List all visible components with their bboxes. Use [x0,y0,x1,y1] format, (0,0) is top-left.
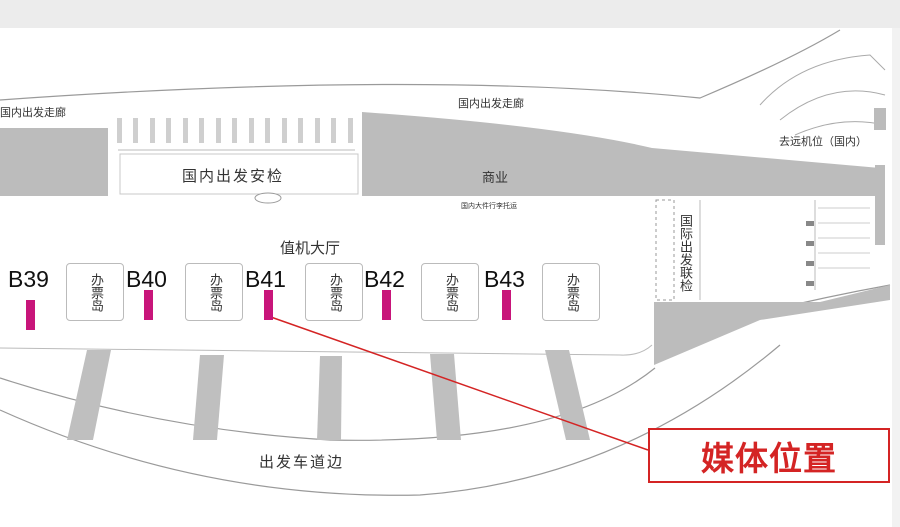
baggage-label: 国内大件行李托运 [461,202,517,210]
security-label: 国内出发安检 [182,167,285,185]
gate-b40-label: B40 [126,266,167,292]
checkin-island: 办票岛 [185,263,243,321]
checkin-island: 办票岛 [542,263,600,321]
checkin-hall-label: 值机大厅 [280,239,341,257]
curbside-label: 出发车道边 [259,453,345,471]
gate-b42-label: B42 [364,266,405,292]
commerce-label: 商业 [482,171,509,186]
gate-b40-marker [144,290,153,320]
checkin-island: 办票岛 [305,263,363,321]
remote-stand-label: 去远机位（国内） [779,135,867,148]
gate-b41-label: B41 [245,266,286,292]
checkin-island: 办票岛 [66,263,124,321]
gate-b43-label: B43 [484,266,525,292]
gate-b39-label: B39 [8,266,49,292]
corridor-left-label: 国内出发走廊 [0,106,66,119]
checkin-island: 办票岛 [421,263,479,321]
gate-b43-marker [502,290,511,320]
corridor-center-label: 国内出发走廊 [458,97,524,110]
media-position-label: 媒体位置 [701,438,837,478]
gate-b41-marker [264,290,273,320]
media-position-callout: 媒体位置 [648,428,890,483]
gate-b39-marker [26,300,35,330]
transfer-label: 国际出发联检 [677,214,692,292]
gate-b42-marker [382,290,391,320]
